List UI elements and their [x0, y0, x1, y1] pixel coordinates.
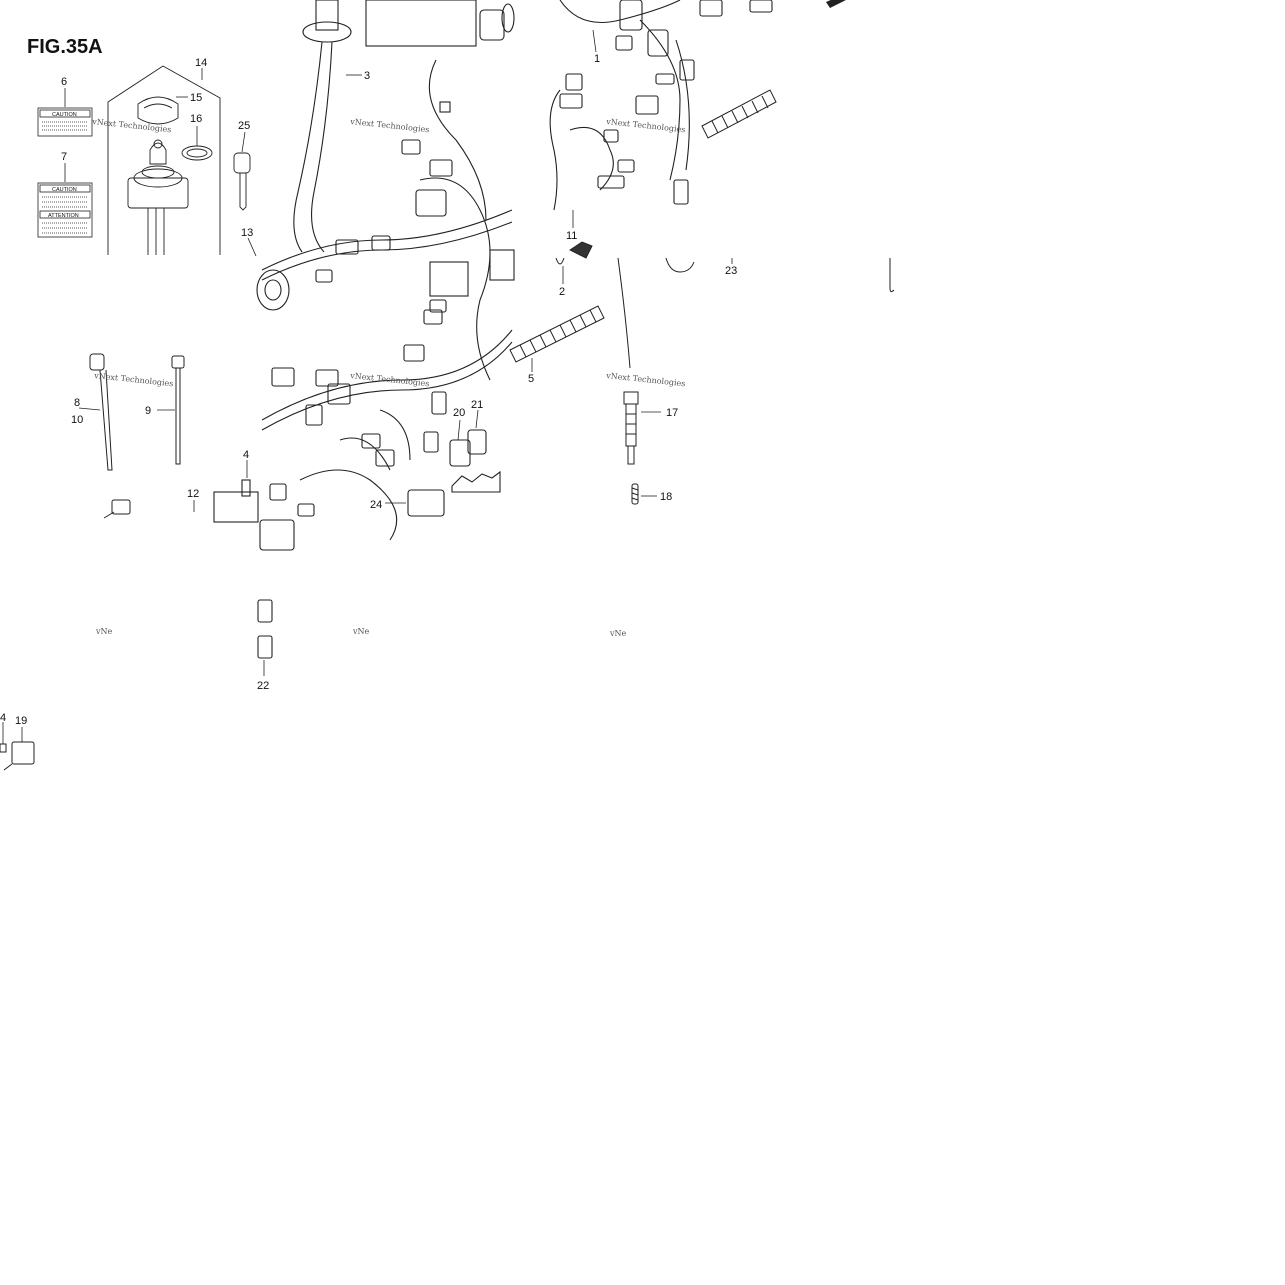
watermark: vNext Technologies — [349, 117, 430, 134]
sensor-part-17 — [617, 257, 639, 465]
watermark-partial: vNe — [352, 627, 370, 636]
part-23 — [665, 257, 895, 293]
callout-14: 14 — [195, 57, 207, 69]
callout-9: 9 — [145, 405, 151, 417]
callout-20: 20 — [453, 407, 465, 419]
corrugated-tube-right — [701, 89, 777, 139]
callout-4: 4 — [243, 449, 249, 461]
callout-12: 12 — [187, 488, 199, 500]
callout-17: 17 — [666, 407, 678, 419]
cable-tie-9 — [171, 355, 185, 465]
direction-arrow-icon — [826, 0, 846, 8]
corrugated-tube-5 — [509, 305, 605, 363]
callout-23: 23 — [725, 265, 737, 277]
callout-8: 8 — [74, 397, 80, 409]
callout-21: 21 — [471, 399, 483, 411]
sub-harness-1 — [559, 0, 773, 205]
callout-22: 22 — [257, 680, 269, 692]
callout-19: 19 — [15, 715, 27, 727]
main-wire-harness — [213, 0, 515, 659]
watermark: vNext Technologies — [93, 371, 174, 388]
callout-24: 24 — [370, 499, 382, 511]
callout-7: 7 — [61, 151, 67, 163]
callout-13: 13 — [241, 227, 253, 239]
connector-part-12 — [103, 499, 131, 519]
watermark-partial: vNe — [95, 627, 113, 636]
callout-1: 1 — [594, 53, 600, 65]
callout-25: 25 — [238, 120, 250, 132]
spring-part-18 — [631, 483, 639, 505]
watermark: vNext Technologies — [605, 117, 686, 134]
callout-6: 6 — [61, 76, 67, 88]
callout-16: 16 — [190, 113, 202, 125]
watermark: vNext Technologies — [605, 371, 686, 388]
attention-label-7-text: ATTENTION — [48, 213, 79, 219]
cable-tie-8 — [89, 353, 113, 471]
callout-2: 2 — [559, 286, 565, 298]
figure-title: FIG.35A — [27, 36, 103, 58]
relay-part-19 — [0, 741, 35, 771]
callout-10: 10 — [71, 414, 83, 426]
leader-lines — [2, 29, 733, 744]
callout-5: 5 — [528, 373, 534, 385]
callout-3: 3 — [364, 70, 370, 82]
callout-numbers: 1 2 3 4 4 5 6 7 8 9 10 11 12 13 14 15 16… — [0, 53, 737, 727]
clip-part-2 — [555, 241, 593, 265]
key-part-25 — [233, 152, 251, 211]
watermark-partial: vNe — [609, 629, 627, 638]
caution-label-7 — [37, 182, 93, 238]
caution-label-6 — [37, 107, 93, 137]
sub-harness-11 — [549, 73, 635, 211]
watermark: vNext Technologies — [91, 117, 172, 134]
caution-label-6-text: CAUTION — [52, 112, 77, 118]
watermark: vNext Technologies — [349, 371, 430, 388]
ignition-switch-assembly — [107, 65, 221, 255]
callout-4-lower: 4 — [0, 712, 6, 724]
callout-15: 15 — [190, 92, 202, 104]
callout-11: 11 — [566, 230, 577, 242]
caution-label-7-text: CAUTION — [52, 187, 77, 193]
callout-18: 18 — [660, 491, 672, 503]
